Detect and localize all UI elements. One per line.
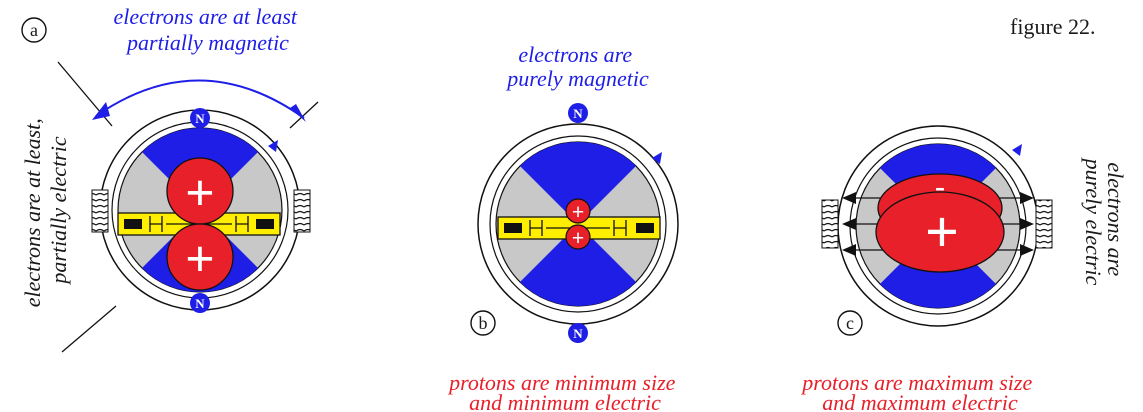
panel-c-letter: c — [846, 313, 854, 333]
panel-b-pole-n-bottom-label: N — [573, 326, 583, 341]
svg-text:electrons are at least p: electrons are at least partially magneti… — [114, 4, 303, 55]
panel-b-bar-black-left — [504, 223, 522, 233]
panel-b-top-caption-line2: purely magnetic — [505, 66, 649, 91]
panel-c: - + c electrons are purely electric prot… — [800, 126, 1128, 412]
svg-text:protons are maximum size: protons are maximum size and maximum ele… — [800, 370, 1037, 412]
panel-a-pole-n-bottom-label: N — [195, 296, 205, 311]
panel-c-coil-right — [1036, 200, 1052, 248]
panel-c-coil-left — [822, 200, 838, 248]
panel-c-side-caption-line2: purely electric — [1081, 157, 1106, 286]
panel-c-ring-arrow-icon — [1012, 144, 1022, 156]
panel-b: electrons are purely magnetic + + N N b … — [447, 42, 681, 412]
svg-text:electrons are purely mag: electrons are purely magnetic — [505, 42, 649, 91]
panel-b-top-caption-line1: electrons are — [518, 42, 632, 67]
panel-a: a electrons are at least partially magne… — [20, 4, 318, 352]
svg-text:protons are minimum size: protons are minimum size and minimum ele… — [447, 370, 681, 412]
panel-b-proton-bottom-symbol: + — [572, 225, 585, 250]
panel-c-bottom-caption-line2: and maximum electric — [822, 390, 1018, 412]
panel-a-bar-black-right — [256, 219, 274, 229]
panel-a-side-caption-line1: electrons are at least, — [20, 118, 45, 307]
panel-b-proton-top-symbol: + — [572, 199, 585, 224]
panel-a-letter: a — [30, 20, 38, 40]
panel-c-proton-symbol: + — [925, 199, 959, 265]
panel-b-bar-black-right — [636, 223, 654, 233]
panel-a-side-caption-line2: partially electric — [46, 136, 71, 285]
panel-a-coil-right — [294, 190, 310, 232]
panel-a-coil-left — [92, 190, 108, 232]
panel-a-diagonal-line-bottom-left — [62, 306, 116, 352]
svg-text:electrons are purely ele: electrons are purely electric — [1081, 157, 1128, 286]
panel-a-proton-bottom-symbol: + — [185, 231, 215, 288]
figure-label: figure 22. — [1010, 14, 1096, 39]
panel-b-letter: b — [479, 313, 488, 333]
panel-b-bottom-caption-line2: and minimum electric — [469, 390, 661, 412]
panel-a-bar-black-left — [124, 219, 142, 229]
panel-a-pole-n-top-label: N — [195, 111, 205, 126]
svg-text:electrons are at least,: electrons are at least, partially electr… — [20, 113, 71, 308]
panel-a-proton-top-symbol: + — [185, 165, 215, 222]
panel-a-top-caption-line1: electrons are at least — [114, 4, 298, 29]
panel-a-arc-arrowhead-right — [290, 104, 306, 122]
panel-b-pole-n-top-label: N — [573, 106, 583, 121]
panel-a-top-caption-line2: partially magnetic — [125, 30, 289, 55]
